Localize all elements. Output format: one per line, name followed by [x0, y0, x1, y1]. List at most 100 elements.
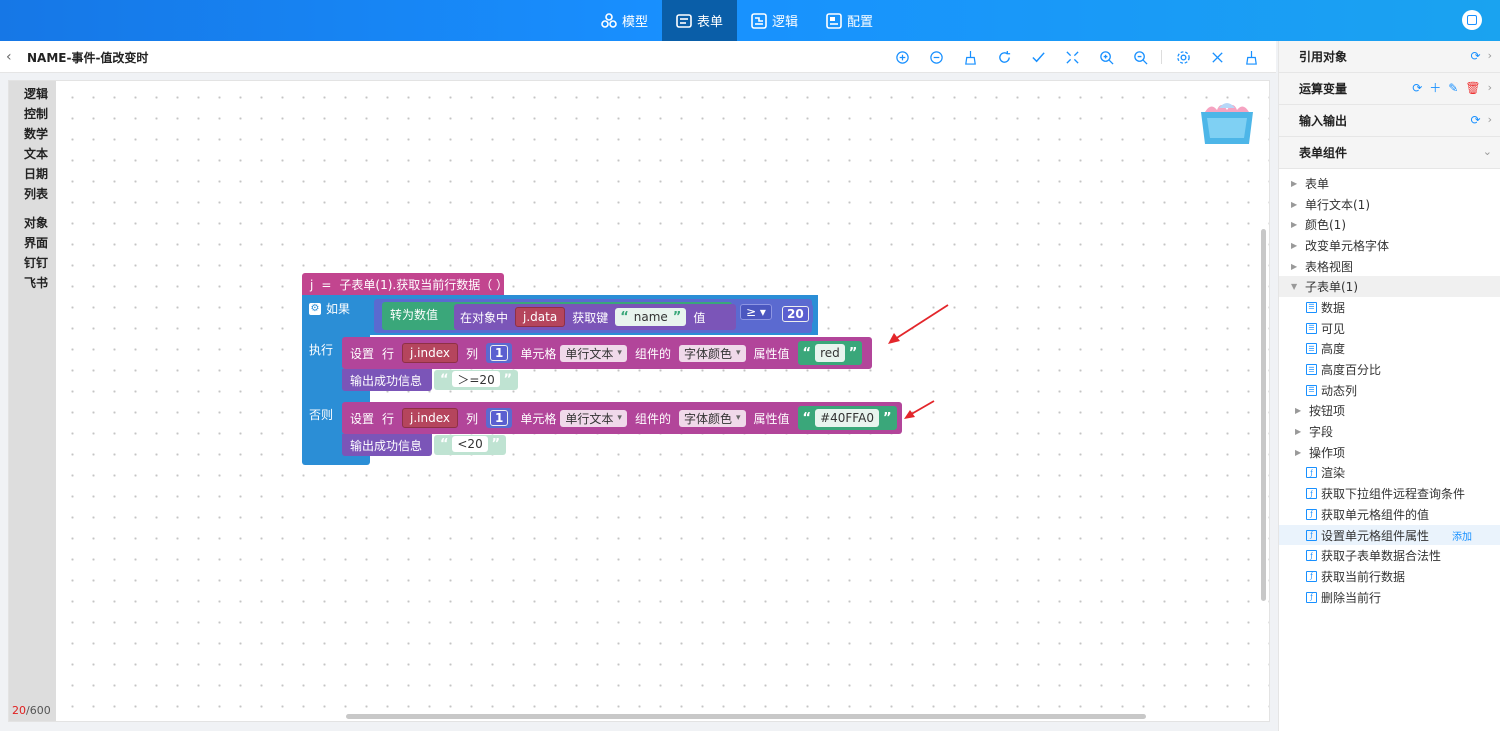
- col-number[interactable]: 1: [490, 410, 509, 426]
- cell-type-dropdown[interactable]: 单行文本: [560, 409, 627, 427]
- tab-logic[interactable]: 逻辑: [737, 0, 812, 41]
- output-success-block-2[interactable]: 输出成功信息: [342, 434, 432, 456]
- horizontal-scrollbar[interactable]: [346, 714, 1146, 719]
- compare-number[interactable]: 20: [778, 304, 813, 324]
- import-button[interactable]: [919, 47, 953, 67]
- chevron-right-icon[interactable]: ›: [1487, 49, 1492, 62]
- jindex-var[interactable]: j.index: [402, 343, 459, 363]
- chevron-down-icon[interactable]: ▼: [1291, 282, 1298, 292]
- fullscreen-button[interactable]: [1462, 10, 1482, 30]
- color-string-red[interactable]: “red”: [797, 341, 863, 365]
- gear-icon[interactable]: ⚙: [309, 302, 321, 315]
- tree-item[interactable]: ▼子表单(1): [1279, 276, 1500, 298]
- refresh-button[interactable]: [987, 47, 1021, 67]
- section-form-components[interactable]: 表单组件 ⌄: [1279, 137, 1500, 169]
- message-string-lt[interactable]: “ <20 ”: [434, 435, 507, 455]
- key-string[interactable]: “name”: [615, 308, 687, 326]
- jindex-var[interactable]: j.index: [402, 408, 459, 428]
- tree-item[interactable]: ▶表单: [1279, 173, 1500, 194]
- col-number[interactable]: 1: [490, 345, 509, 361]
- chevron-right-icon[interactable]: ▶: [1291, 240, 1298, 250]
- canvas-grid[interactable]: j = 子表单(1).获取当前行数据（ ） ⚙ 如果 转为数值 在对象中 j.d…: [56, 81, 1269, 721]
- zoom-out-button[interactable]: [1123, 47, 1157, 67]
- tree-item[interactable]: ▶单行文本(1): [1279, 194, 1500, 215]
- add-link[interactable]: 添加: [1452, 531, 1472, 543]
- category-text[interactable]: 文本: [24, 147, 49, 161]
- section-reference-objects[interactable]: 引用对象 ⟳›: [1279, 41, 1500, 73]
- property-dropdown[interactable]: 字体颜色: [678, 344, 746, 362]
- export-button[interactable]: [885, 47, 919, 67]
- get-key-block[interactable]: 在对象中 j.data 获取键 “name” 值: [454, 304, 736, 330]
- chevron-right-icon[interactable]: ▶: [1295, 427, 1302, 437]
- close-button[interactable]: [1200, 47, 1234, 67]
- tree-item[interactable]: ☰高度: [1279, 339, 1500, 360]
- tab-form[interactable]: 表单: [662, 0, 738, 41]
- tab-model[interactable]: 模型: [587, 0, 662, 41]
- chevron-down-icon[interactable]: ⌄: [1482, 145, 1492, 158]
- settings-button[interactable]: [1166, 47, 1200, 67]
- refresh-icon[interactable]: ⟳: [1470, 113, 1481, 127]
- cell-type-dropdown[interactable]: 单行文本: [560, 344, 627, 362]
- tree-item[interactable]: ▶操作项: [1279, 442, 1500, 463]
- chevron-right-icon[interactable]: ▶: [1291, 199, 1298, 209]
- tree-item[interactable]: ▶按钮项: [1279, 401, 1500, 422]
- plus-icon[interactable]: ＋: [1429, 81, 1442, 95]
- chevron-right-icon[interactable]: ▶: [1291, 261, 1298, 271]
- trash-can-icon[interactable]: [1197, 98, 1257, 148]
- section-variables[interactable]: 运算变量 ⟳＋✎🗑›: [1279, 73, 1500, 105]
- back-icon[interactable]: ‹: [6, 49, 12, 65]
- category-dingtalk[interactable]: 钉钉: [24, 256, 49, 270]
- shrink-button[interactable]: [1055, 47, 1089, 67]
- category-ui[interactable]: 界面: [24, 236, 49, 250]
- chevron-right-icon[interactable]: ›: [1487, 81, 1492, 94]
- category-feishu[interactable]: 飞书: [24, 276, 49, 290]
- zoom-in-button[interactable]: [1089, 47, 1123, 67]
- category-date[interactable]: 日期: [24, 167, 49, 181]
- chevron-right-icon[interactable]: ›: [1487, 113, 1492, 126]
- chevron-right-icon[interactable]: ▶: [1295, 406, 1302, 416]
- message-string-ge[interactable]: “ ＞=20 ”: [434, 370, 519, 390]
- set-cell-property-block-2[interactable]: 设置 行 j.index 列 1 单元格 单行文本 组件的 字体颜色 属性值 “…: [342, 402, 902, 434]
- clear-button[interactable]: [1234, 47, 1268, 67]
- property-dropdown[interactable]: 字体颜色: [678, 409, 746, 427]
- chevron-right-icon[interactable]: ▶: [1291, 178, 1298, 188]
- category-logic[interactable]: 逻辑: [24, 87, 49, 101]
- tree-item[interactable]: ▶颜色(1): [1279, 214, 1500, 235]
- tree-item[interactable]: ☰高度百分比: [1279, 359, 1500, 380]
- tree-item[interactable]: ☰可见: [1279, 318, 1500, 339]
- clean-button[interactable]: [953, 47, 987, 67]
- category-control[interactable]: 控制: [24, 107, 49, 121]
- tab-config[interactable]: 配置: [812, 0, 887, 41]
- chevron-right-icon[interactable]: ▶: [1295, 447, 1302, 457]
- tree-item[interactable]: ▶字段: [1279, 421, 1500, 442]
- assign-block[interactable]: j = 子表单(1).获取当前行数据（ ）: [302, 273, 508, 295]
- output-success-block[interactable]: 输出成功信息: [342, 369, 432, 391]
- chevron-right-icon[interactable]: ▶: [1291, 220, 1298, 230]
- property-icon: ☰: [1306, 301, 1317, 313]
- delete-icon[interactable]: 🗑: [1465, 81, 1481, 95]
- category-object[interactable]: 对象: [24, 216, 49, 230]
- operator-dropdown[interactable]: ≥ ▾: [740, 304, 772, 320]
- tree-item[interactable]: ▶表格视图: [1279, 256, 1500, 277]
- edit-icon[interactable]: ✎: [1448, 81, 1459, 95]
- color-string-green[interactable]: “#40FFA0”: [797, 406, 897, 430]
- category-list[interactable]: 列表: [24, 187, 49, 201]
- refresh-icon[interactable]: ⟳: [1470, 49, 1481, 63]
- tree-item[interactable]: ▶改变单元格字体: [1279, 235, 1500, 256]
- set-cell-property-block[interactable]: 设置 行 j.index 列 1 单元格 单行文本 组件的 字体颜色 属性值 “…: [342, 337, 872, 369]
- tree-item[interactable]: ☰动态列: [1279, 380, 1500, 401]
- category-math[interactable]: 数学: [24, 127, 49, 141]
- vertical-scrollbar[interactable]: [1261, 229, 1266, 601]
- refresh-icon[interactable]: ⟳: [1412, 81, 1423, 95]
- section-io[interactable]: 输入输出 ⟳›: [1279, 105, 1500, 137]
- tree-item[interactable]: ☰数据: [1279, 297, 1500, 318]
- jdata-var[interactable]: j.data: [515, 307, 566, 327]
- check-button[interactable]: [1021, 47, 1055, 67]
